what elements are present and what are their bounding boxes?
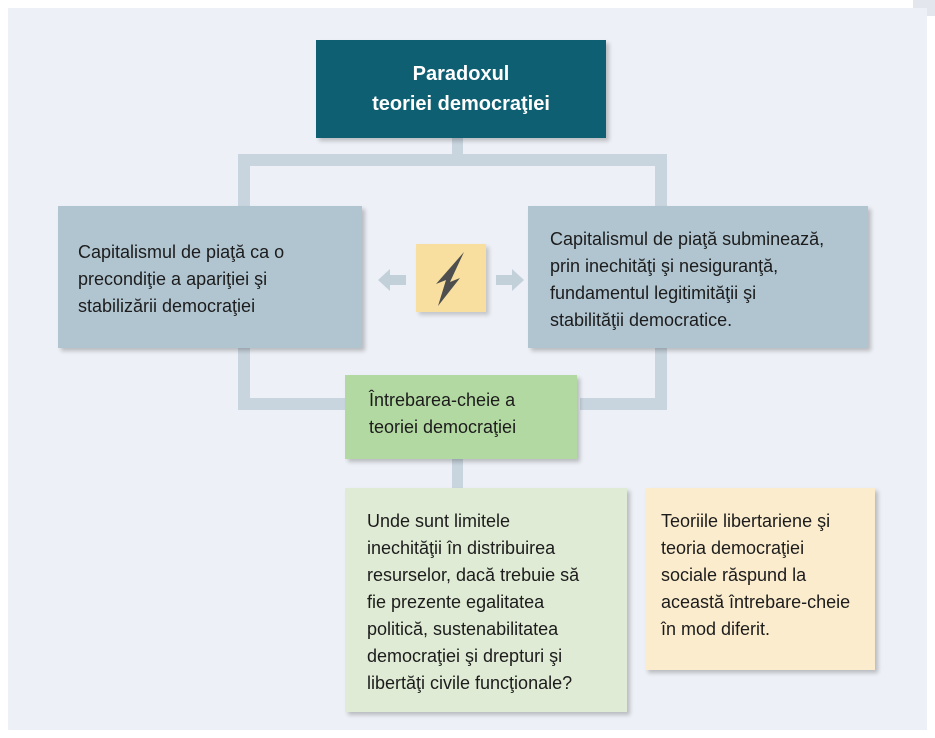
right-box-line-4: stabilităţii democratice. (550, 310, 733, 330)
market-undermines-box: Capitalismul de piaţă subminează, prin i… (528, 206, 868, 348)
connector-title-stem (452, 138, 463, 162)
lightning-bolt-icon (436, 252, 464, 306)
connector-top-horizontal (238, 154, 667, 166)
answer-line-4: această întrebare-cheie (661, 592, 851, 612)
answer-line-5: în mod diferit. (661, 619, 771, 639)
conflict-box (416, 244, 486, 312)
key-question-box: Întrebarea-cheie a teoriei democraţiei (345, 375, 577, 459)
question-line-1: Unde sunt limitele (367, 511, 511, 531)
question-line-7: libertăţi civile funcţionale? (367, 673, 573, 693)
answer-line-2: teoria democraţiei (661, 538, 805, 558)
connector-top-left-drop (238, 154, 250, 206)
market-precondition-box: Capitalismul de piaţă ca o precondiţie a… (58, 206, 362, 348)
connector-bottom-left-horizontal (238, 398, 350, 410)
left-box-line-1: Capitalismul de piaţă ca o (78, 242, 285, 262)
left-box-line-3: stabilizării democraţiei (78, 296, 256, 316)
arrow-right-icon (496, 269, 524, 291)
question-line-5: politică, sustenabilitatea (367, 619, 559, 639)
key-question-line-2: teoriei democraţiei (369, 417, 517, 437)
answer-line-1: Teoriile libertariene şi (661, 511, 831, 531)
title-line-1: Paradoxul (412, 63, 510, 85)
title-line-2: teoriei democraţiei (372, 93, 550, 115)
right-box-line-3: fundamentul legitimităţii şi (550, 283, 757, 303)
question-line-4: fie prezente egalitatea (367, 592, 545, 612)
question-line-3: resurselor, dacă trebuie să (367, 565, 580, 585)
right-box-line-2: prin inechităţi şi nesiguranţă, (550, 256, 779, 276)
connector-top-right-drop (655, 154, 667, 206)
connector-bottom-right-drop (655, 348, 667, 410)
connector-bottom-left-drop (238, 348, 250, 410)
question-box: Unde sunt limitele inechităţii în distri… (345, 488, 627, 712)
connector-question-stem (452, 459, 463, 488)
answer-box: Teoriile libertariene şi teoria democraţ… (645, 488, 875, 670)
key-question-line-1: Întrebarea-cheie a (369, 390, 516, 410)
question-line-6: democraţiei şi drepturi şi (367, 646, 563, 666)
question-line-2: inechităţii în distribuirea (367, 538, 556, 558)
connector-bottom-right-horizontal (580, 398, 667, 410)
right-box-line-1: Capitalismul de piaţă subminează, (550, 229, 825, 249)
answer-line-3: sociale răspund la (661, 565, 807, 585)
arrow-left-icon (378, 269, 406, 291)
title-box: Paradoxul teoriei democraţiei (316, 40, 606, 138)
left-box-line-2: precondiţie a apariţiei şi (78, 269, 268, 289)
